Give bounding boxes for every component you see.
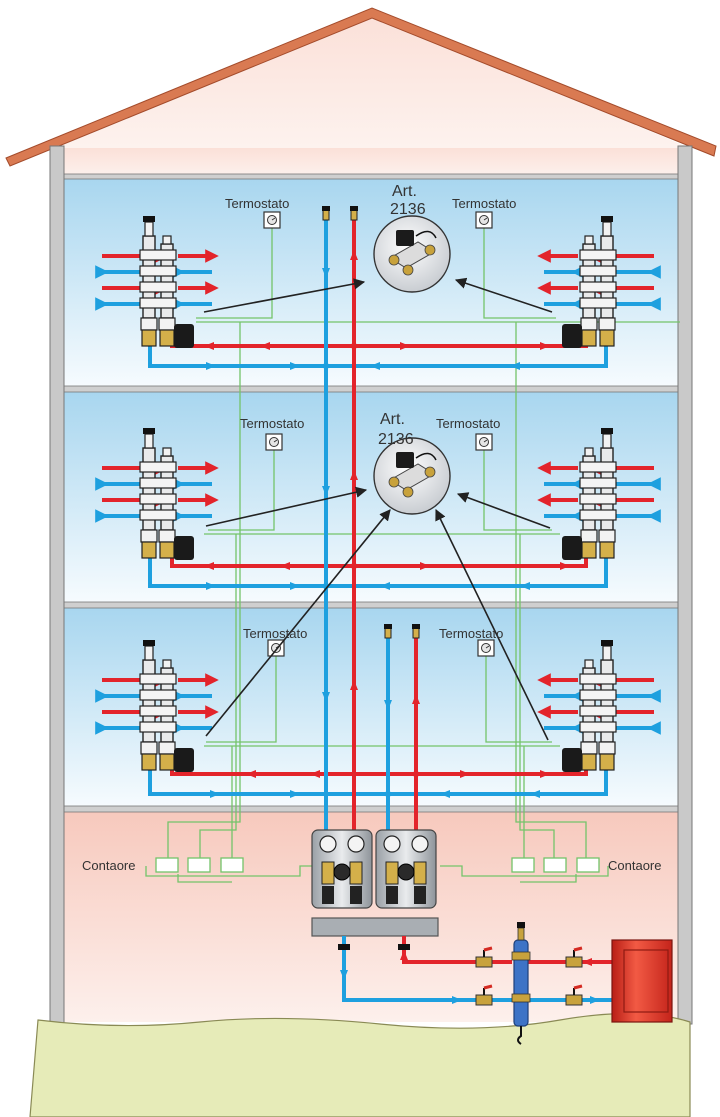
thermostat-label-top-left: Termostato <box>225 196 289 211</box>
art-code-middle: 2136 <box>378 431 414 448</box>
pipe-junctions <box>322 342 420 798</box>
art-label-top: Art. <box>392 183 417 200</box>
hydraulic-separator <box>511 922 531 1045</box>
riser-arrows <box>322 250 420 710</box>
boiler <box>611 939 673 1023</box>
art-label-middle: Art. <box>380 411 405 428</box>
hour-counters-right <box>511 857 600 873</box>
thermostat-label-mid-left: Termostato <box>240 416 304 431</box>
distribution-collector <box>311 917 439 937</box>
pointer-arrows <box>203 277 553 741</box>
roof <box>5 7 717 167</box>
thermostat-label-ground-left: Termostato <box>243 626 307 641</box>
thermostat-label-top-right: Termostato <box>452 196 516 211</box>
risers <box>324 218 418 830</box>
labels: Termostato Termostato Termostato Termost… <box>82 183 661 873</box>
flow-arrows <box>204 342 570 798</box>
art-code-top: 2136 <box>390 201 426 218</box>
thermostat-label-ground-right: Termostato <box>439 626 503 641</box>
control-wiring <box>145 228 680 883</box>
hour-counter-label-left: Contaore <box>82 858 135 873</box>
thermostat-label-mid-right: Termostato <box>436 416 500 431</box>
pump-group-left <box>311 829 373 909</box>
zone-valve-detail-top <box>373 215 451 293</box>
primary-arrows <box>340 950 600 1004</box>
hour-counters-left <box>155 857 244 873</box>
ground <box>29 1012 691 1117</box>
hour-counter-label-right: Contaore <box>608 858 661 873</box>
zone-valve-detail-middle <box>373 437 451 515</box>
pump-group-right <box>375 829 437 909</box>
